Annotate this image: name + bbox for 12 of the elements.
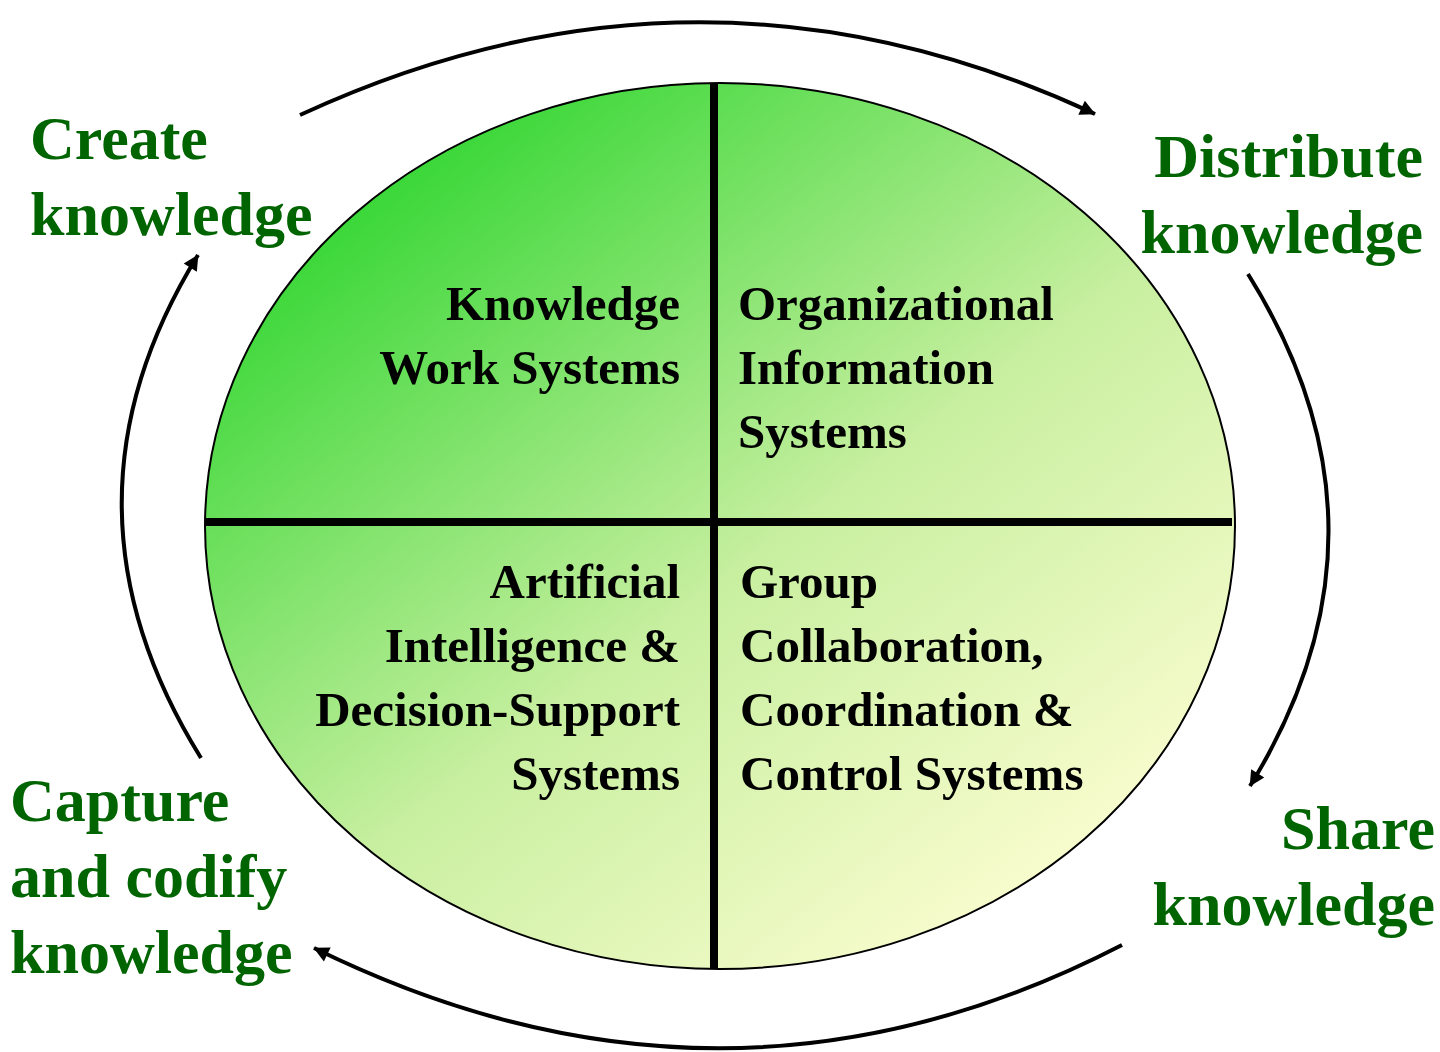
stage-label: Capture and codify knowledge [10,765,294,988]
stage-label: Distribute knowledge [1139,121,1423,268]
cycle-arrow [299,20,1096,117]
cycle-arrow [313,943,1123,1051]
stage-label: Share knowledge [1151,793,1435,940]
quadrant-label: Artificial Intelligence & Decision-Support Systems [314,553,680,803]
quadrant-label: Organizational Information Systems [738,275,1055,461]
cycle-arrow [119,254,203,759]
cycle-arrow [1246,273,1331,787]
stage-label: Create knowledge [30,103,314,250]
quadrant-label: Group Collaboration, Coordination & Control Systems [740,553,1085,803]
quadrant-label: Knowledge Work Systems [378,275,680,397]
